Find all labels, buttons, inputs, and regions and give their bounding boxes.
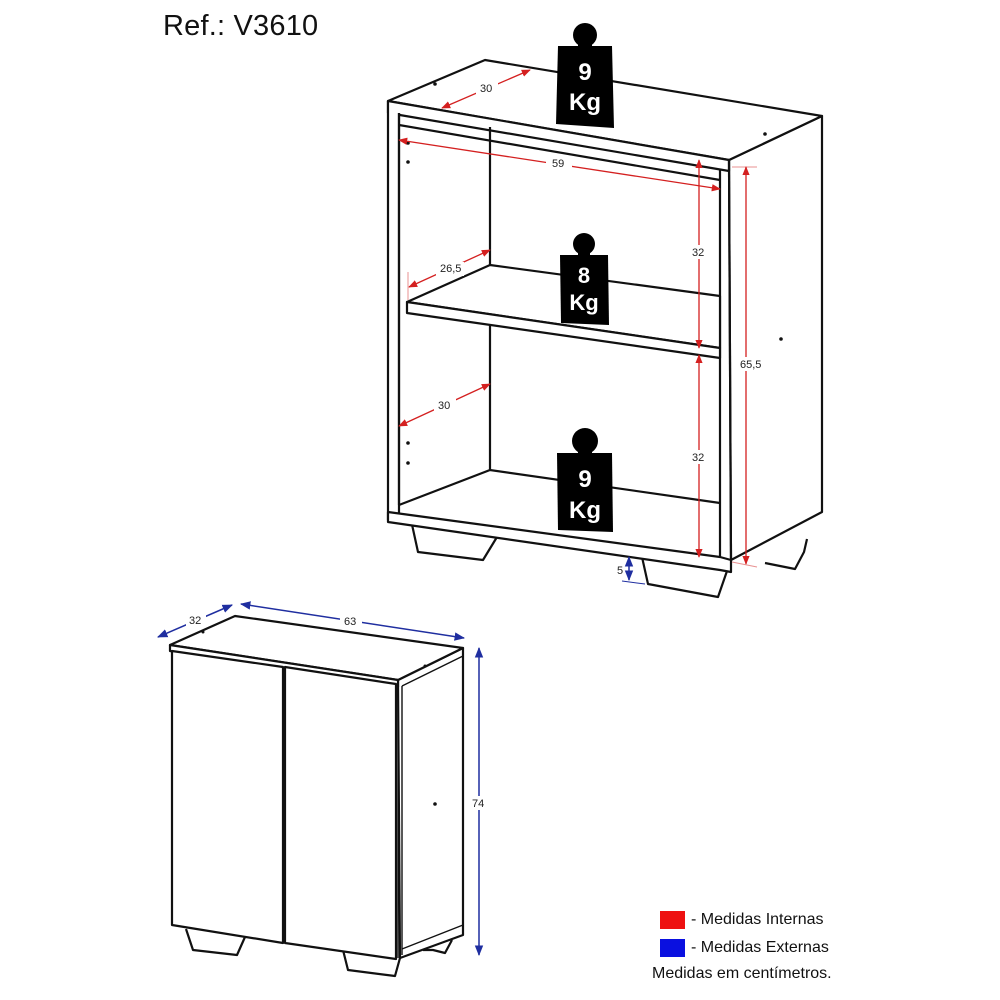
- cabinet-feet: [409, 519, 809, 599]
- red-swatch-icon: [660, 911, 685, 929]
- dim-depth: 32: [189, 615, 201, 627]
- weight-icon-top: 9 Kg: [556, 23, 614, 128]
- reference-title: Ref.: V3610: [163, 10, 319, 42]
- legend-item-internal: - Medidas Internas: [660, 906, 829, 934]
- svg-text:8: 8: [578, 263, 590, 288]
- left-door: [170, 649, 285, 945]
- units-note: Medidas em centímetros.: [652, 965, 832, 982]
- blue-swatch-icon: [660, 939, 685, 957]
- weight-icon-shelf: 8 Kg: [560, 233, 609, 325]
- legend-item-external: - Medidas Externas: [660, 934, 829, 962]
- dim-shelf-depth: 26,5: [440, 263, 461, 275]
- dim-lower-height: 32: [692, 452, 704, 464]
- svg-text:9: 9: [578, 59, 591, 86]
- svg-text:Kg: Kg: [569, 89, 601, 116]
- external-dimensions: 32 63 74: [157, 601, 490, 957]
- legend-label-internal: - Medidas Internas: [691, 911, 824, 928]
- internal-dimensions: 30 59 26,5 30 32 32 65,5: [398, 69, 765, 568]
- dim-lower-depth: 30: [438, 400, 450, 412]
- closed-cabinet-view: 32 63 74: [157, 601, 490, 978]
- dim-top-depth: 30: [480, 83, 492, 95]
- svg-text:Kg: Kg: [569, 497, 601, 524]
- open-cabinet-view: 30 59 26,5 30 32 32 65,5: [386, 23, 824, 599]
- right-door: [283, 665, 398, 961]
- dim-upper-height: 32: [692, 247, 704, 259]
- foot-height-dimension: 5: [617, 555, 646, 585]
- svg-text:Kg: Kg: [569, 290, 598, 315]
- weight-icon-bottom: 9 Kg: [557, 428, 613, 532]
- dim-width: 63: [344, 616, 356, 628]
- legend-label-external: - Medidas Externas: [691, 939, 829, 956]
- bottom-panel: [386, 468, 733, 574]
- svg-text:9: 9: [578, 466, 591, 493]
- dim-total-internal-height: 65,5: [740, 359, 761, 371]
- dim-internal-width: 59: [552, 158, 564, 170]
- dim-height: 74: [472, 798, 484, 810]
- legend: - Medidas Internas - Medidas Externas: [660, 906, 829, 962]
- dim-foot-height: 5: [617, 565, 623, 577]
